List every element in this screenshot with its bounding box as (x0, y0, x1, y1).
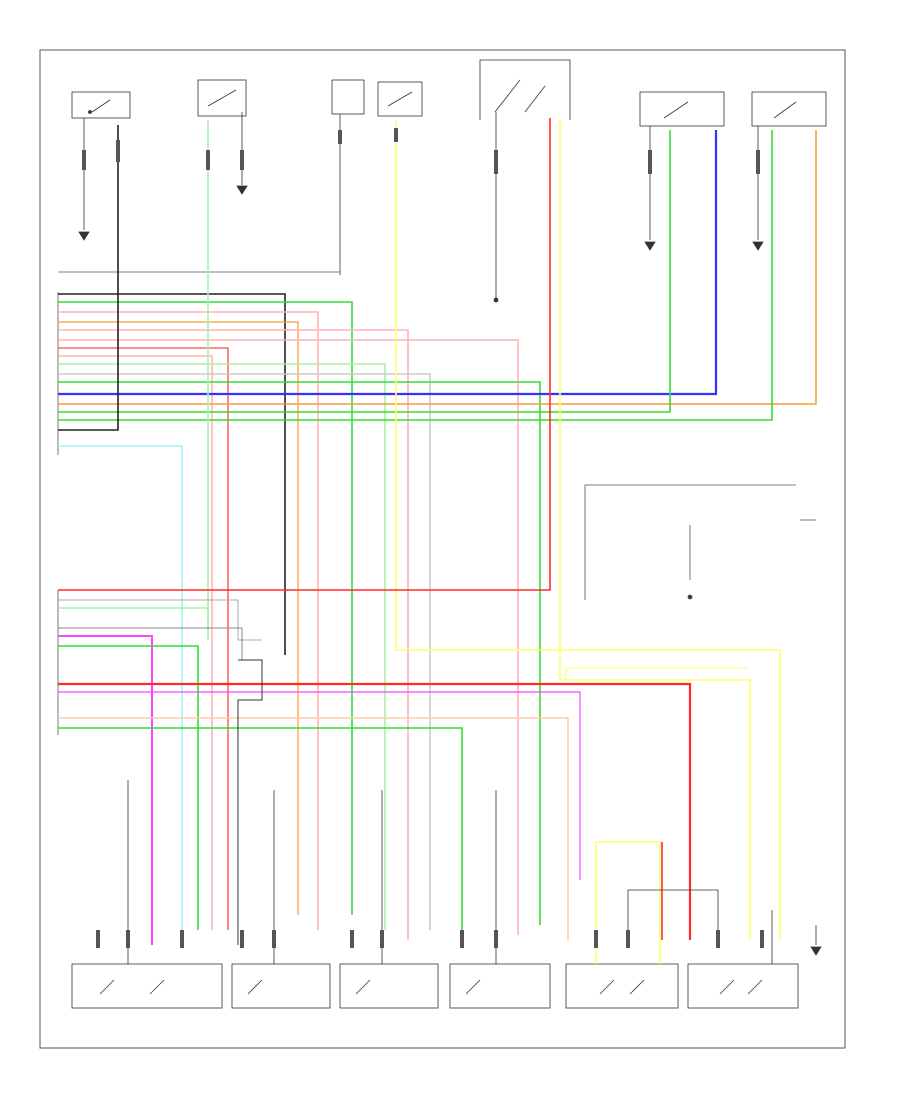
right-sub-connector (584, 484, 816, 600)
horizontal-wires (58, 125, 817, 940)
bottom-relay-2 (687, 910, 799, 1009)
bottom-component-3 (339, 790, 439, 1009)
bottom-relay-1 (565, 841, 719, 1009)
top-right-switch-1 (639, 91, 725, 251)
diagram-frame (39, 49, 846, 1049)
lower-wires (58, 599, 692, 945)
vertical-wires (58, 118, 781, 940)
top-left-switch (71, 91, 131, 241)
top-bracket-switch (479, 59, 571, 303)
bottom-component-2 (231, 790, 331, 1009)
top-connector-center (331, 79, 365, 275)
bottom-right-ground (810, 925, 822, 956)
bottom-component-4 (449, 790, 551, 1009)
bottom-component-1 (71, 780, 223, 1009)
top-right-switch-2 (751, 91, 827, 251)
connector-ticks (82, 128, 764, 948)
top-switch-center (377, 81, 423, 117)
top-relay-1 (197, 79, 248, 195)
